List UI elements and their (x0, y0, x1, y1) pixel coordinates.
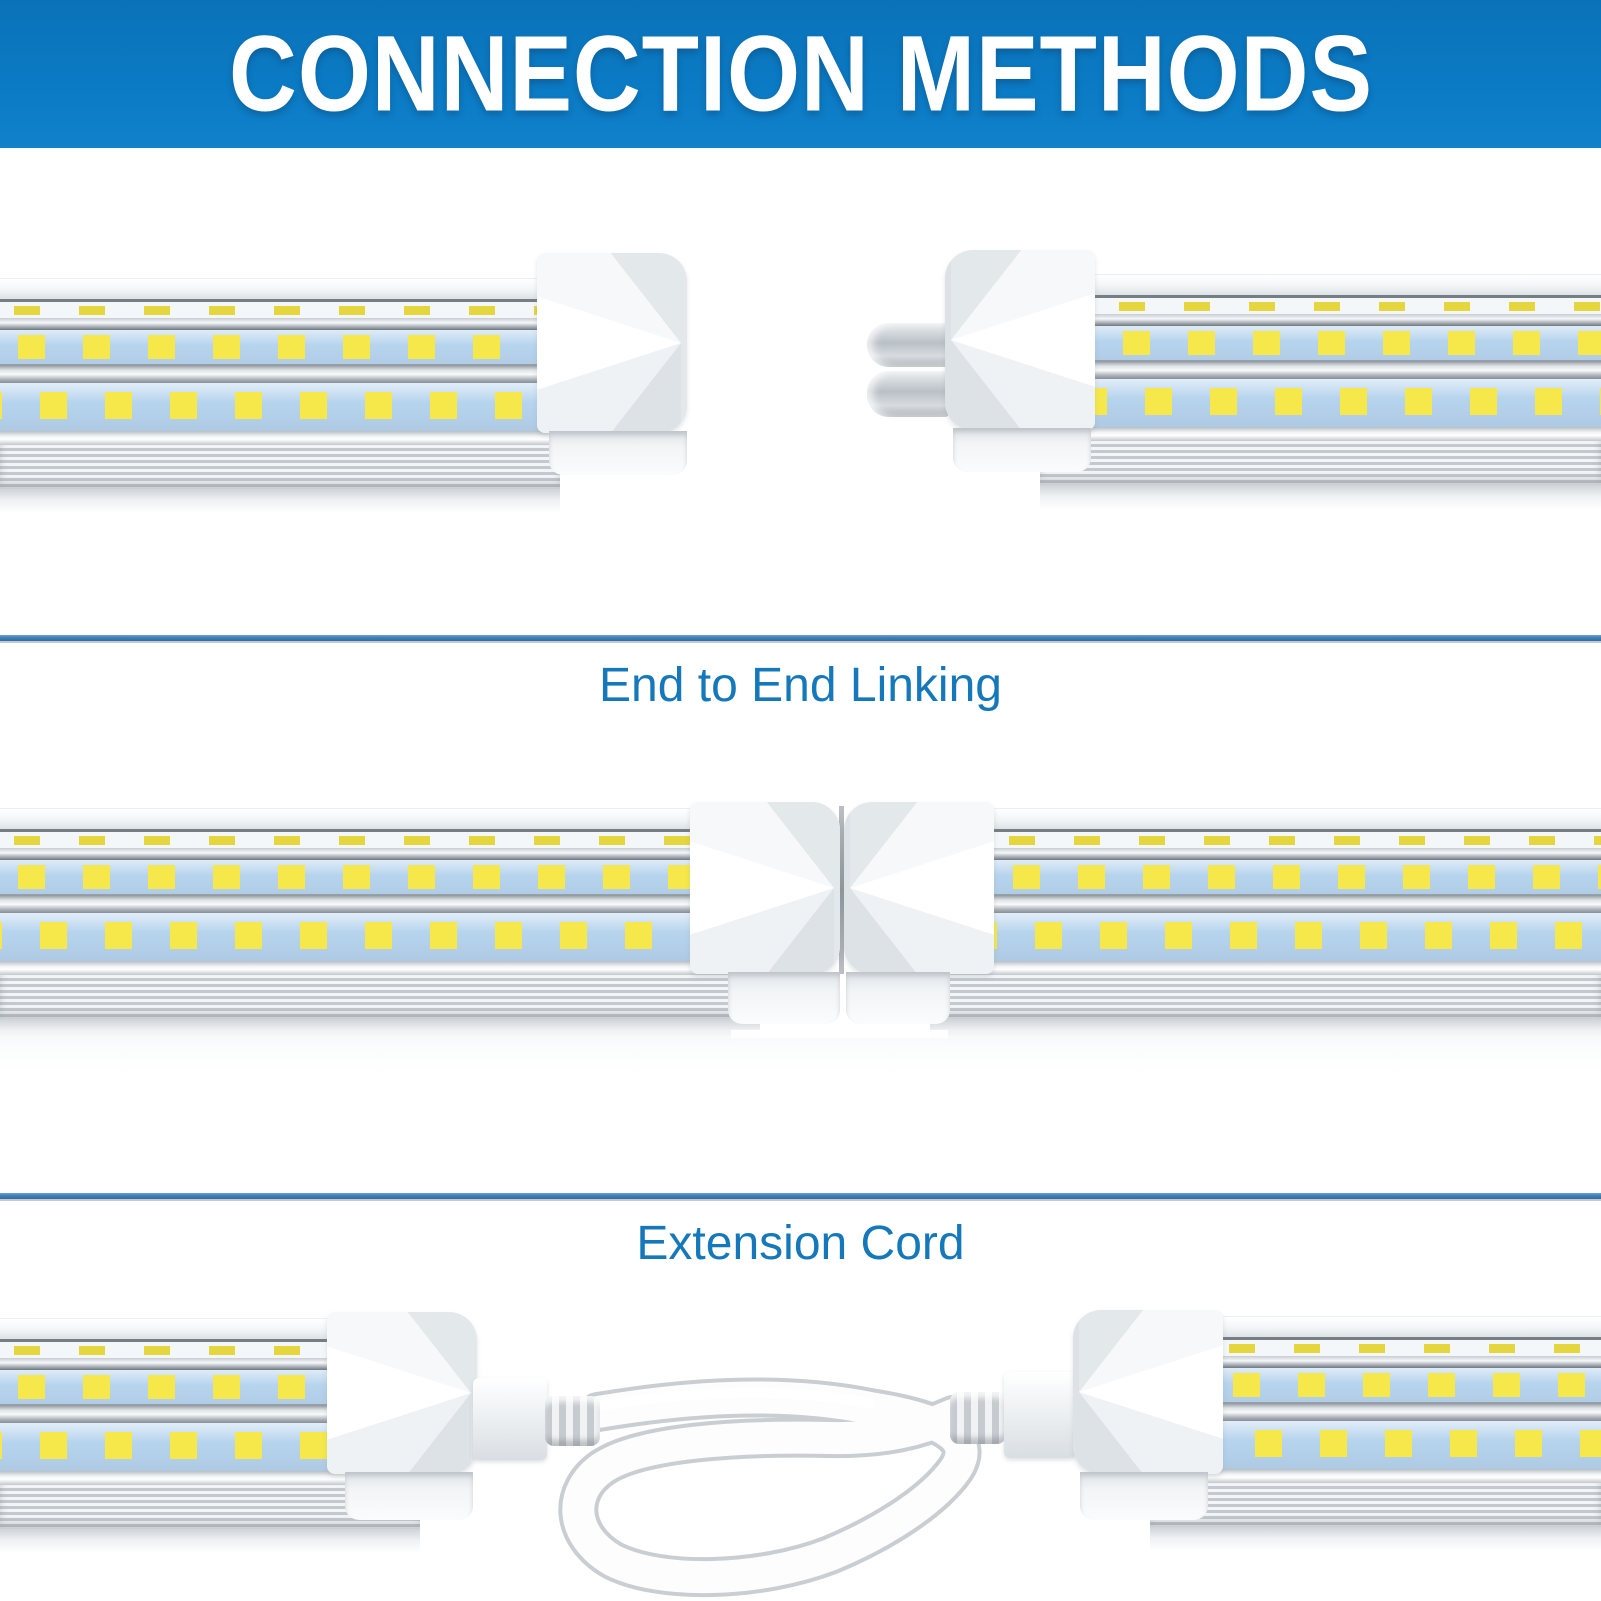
led-tube-top-right (1040, 274, 1601, 509)
tube-layer-rail3 (1150, 1469, 1601, 1483)
led-tube-middle-right (930, 808, 1601, 1043)
led-tube-middle-left (0, 808, 760, 1043)
tube-layer-alu (0, 975, 760, 1019)
tube-layer-alu (930, 975, 1601, 1019)
tube-layer-angled (1150, 1337, 1601, 1356)
tube-layer-panel2 (1150, 1421, 1601, 1469)
tube-layer-panel2 (930, 913, 1601, 961)
tube-end-cap (690, 802, 840, 974)
cap-collar (728, 972, 840, 1024)
cap-collar (345, 1472, 473, 1520)
tube-layer-alu (0, 445, 560, 489)
tube-end-cap (537, 253, 687, 433)
tube-layer-fade (0, 489, 560, 513)
led-tube-top-left (0, 278, 560, 513)
banner-title: CONNECTION METHODS (228, 13, 1373, 134)
led-tube-bottom-right (1150, 1316, 1601, 1551)
cap-collar (549, 431, 687, 475)
banner: CONNECTION METHODS (0, 0, 1601, 148)
tube-layer-top (930, 808, 1601, 829)
tube-layer-rail3 (930, 961, 1601, 975)
cap-collar (953, 428, 1091, 472)
section-label-extension-cord: Extension Cord (636, 1217, 965, 1270)
tube-layer-rail3 (0, 431, 560, 445)
junction-gap (839, 806, 844, 974)
tube-layer-angled (930, 829, 1601, 848)
tube-end-cap (327, 1312, 477, 1474)
tube-layer-top (1150, 1316, 1601, 1337)
tube-layer-rail3 (0, 961, 760, 975)
plug-socket (1004, 1372, 1076, 1458)
section-divider (0, 1193, 1601, 1199)
tube-layer-rail2 (0, 1405, 420, 1423)
tube-layer-rail (1040, 314, 1601, 326)
tube-layer-panel1 (1150, 1368, 1601, 1403)
tube-layer-angled (0, 829, 760, 848)
tube-layer-alu (1040, 441, 1601, 485)
tube-layer-panel1 (0, 860, 760, 895)
tube-layer-rail2 (1150, 1403, 1601, 1421)
tube-layer-angled (0, 1339, 420, 1358)
tube-layer-top (0, 808, 760, 829)
reflection (0, 1038, 1601, 1078)
tube-layer-rail2 (0, 895, 760, 913)
section-divider (0, 635, 1601, 641)
tube-layer-panel1 (930, 860, 1601, 895)
tube-layer-panel1 (0, 330, 560, 365)
tube-layer-alu (1150, 1483, 1601, 1527)
cap-collar (1080, 1472, 1208, 1520)
plug-socket (473, 1378, 547, 1460)
tube-end-cap (945, 250, 1095, 430)
connector-pin-bottom (867, 371, 949, 417)
tube-layer-angled (0, 299, 560, 318)
tube-layer-rail (0, 1358, 420, 1370)
tube-layer-rail2 (1040, 361, 1601, 379)
tube-layer-panel2 (0, 383, 560, 431)
tube-layer-panel1 (1040, 326, 1601, 361)
tube-layer-rail3 (1040, 427, 1601, 441)
tube-layer-rail (0, 848, 760, 860)
tube-end-cap (844, 802, 994, 974)
tube-layer-rail (0, 318, 560, 330)
extension-cord (558, 1377, 982, 1598)
tube-layer-rail2 (0, 365, 560, 383)
cap-collar (846, 972, 950, 1024)
tube-layer-top (1040, 274, 1601, 295)
tube-layer-fade (1150, 1527, 1601, 1551)
connector-pin-top (867, 323, 949, 367)
tube-layer-fade (1040, 485, 1601, 509)
tube-layer-rail2 (930, 895, 1601, 913)
tube-layer-rail3 (0, 1471, 420, 1485)
tube-layer-rail (930, 848, 1601, 860)
tube-layer-rail (1150, 1356, 1601, 1368)
plug-rings (950, 1392, 1006, 1444)
plug-rings (545, 1396, 600, 1446)
cord-highlight (593, 1387, 875, 1411)
tube-layer-fade (0, 1529, 420, 1553)
section-label-end-to-end: End to End Linking (599, 659, 1002, 712)
tube-end-cap (1073, 1310, 1223, 1474)
tube-layer-angled (1040, 295, 1601, 314)
tube-layer-panel2 (0, 913, 760, 961)
tube-layer-top (0, 278, 560, 299)
tube-layer-top (0, 1318, 420, 1339)
tube-layer-panel2 (1040, 379, 1601, 427)
